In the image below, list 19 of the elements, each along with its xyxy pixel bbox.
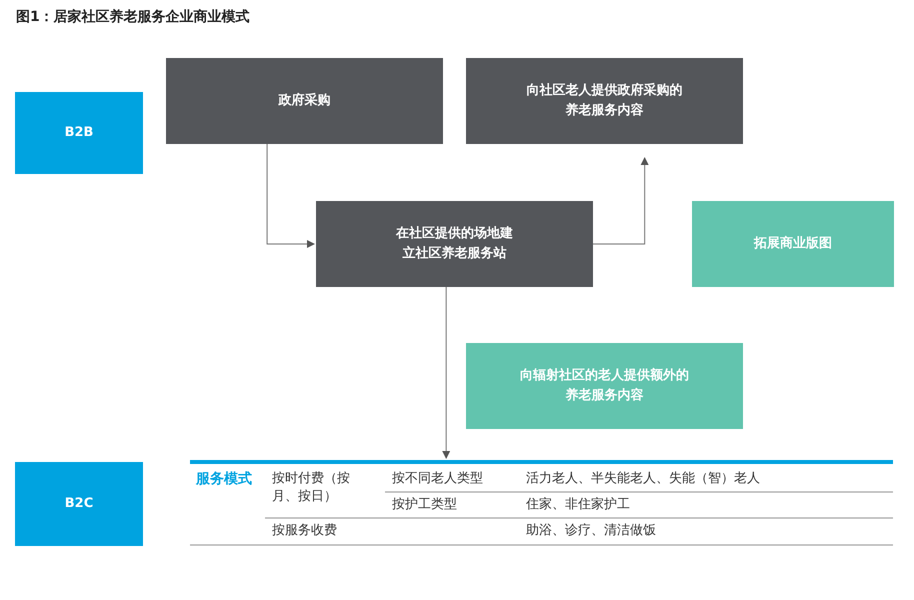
process-box: 拓展商业版图 (692, 201, 894, 287)
table-cell-text: 活力老人、半失能老人、失能（智）老人 (526, 470, 761, 488)
table-cell-text: 住家、非住家护工 (526, 496, 631, 514)
table-cell-text: 按时付费（按月、按日） (272, 470, 351, 506)
process-box: 向辐射社区的老人提供额外的养老服务内容 (466, 343, 743, 429)
process-box: 向社区老人提供政府采购的养老服务内容 (466, 58, 743, 144)
label-box: B2C (15, 462, 143, 546)
figure-title: 图1：居家社区养老服务企业商业模式 (16, 8, 250, 26)
arrow (266, 144, 315, 248)
table-cell-text: 按不同老人类型 (392, 470, 484, 488)
table-cell-text: 按服务收费 (272, 522, 338, 540)
label-box: B2B (15, 92, 143, 174)
arrow (442, 286, 450, 459)
table-cell-text: 助浴、诊疗、清洁做饭 (526, 522, 657, 540)
process-box: 政府采购 (166, 58, 443, 144)
process-box: 在社区提供的场地建立社区养老服务站 (316, 201, 593, 287)
table-cell-text: 按护工类型 (392, 496, 458, 514)
arrow (592, 157, 649, 244)
row-header: 服务模式 (196, 470, 253, 488)
